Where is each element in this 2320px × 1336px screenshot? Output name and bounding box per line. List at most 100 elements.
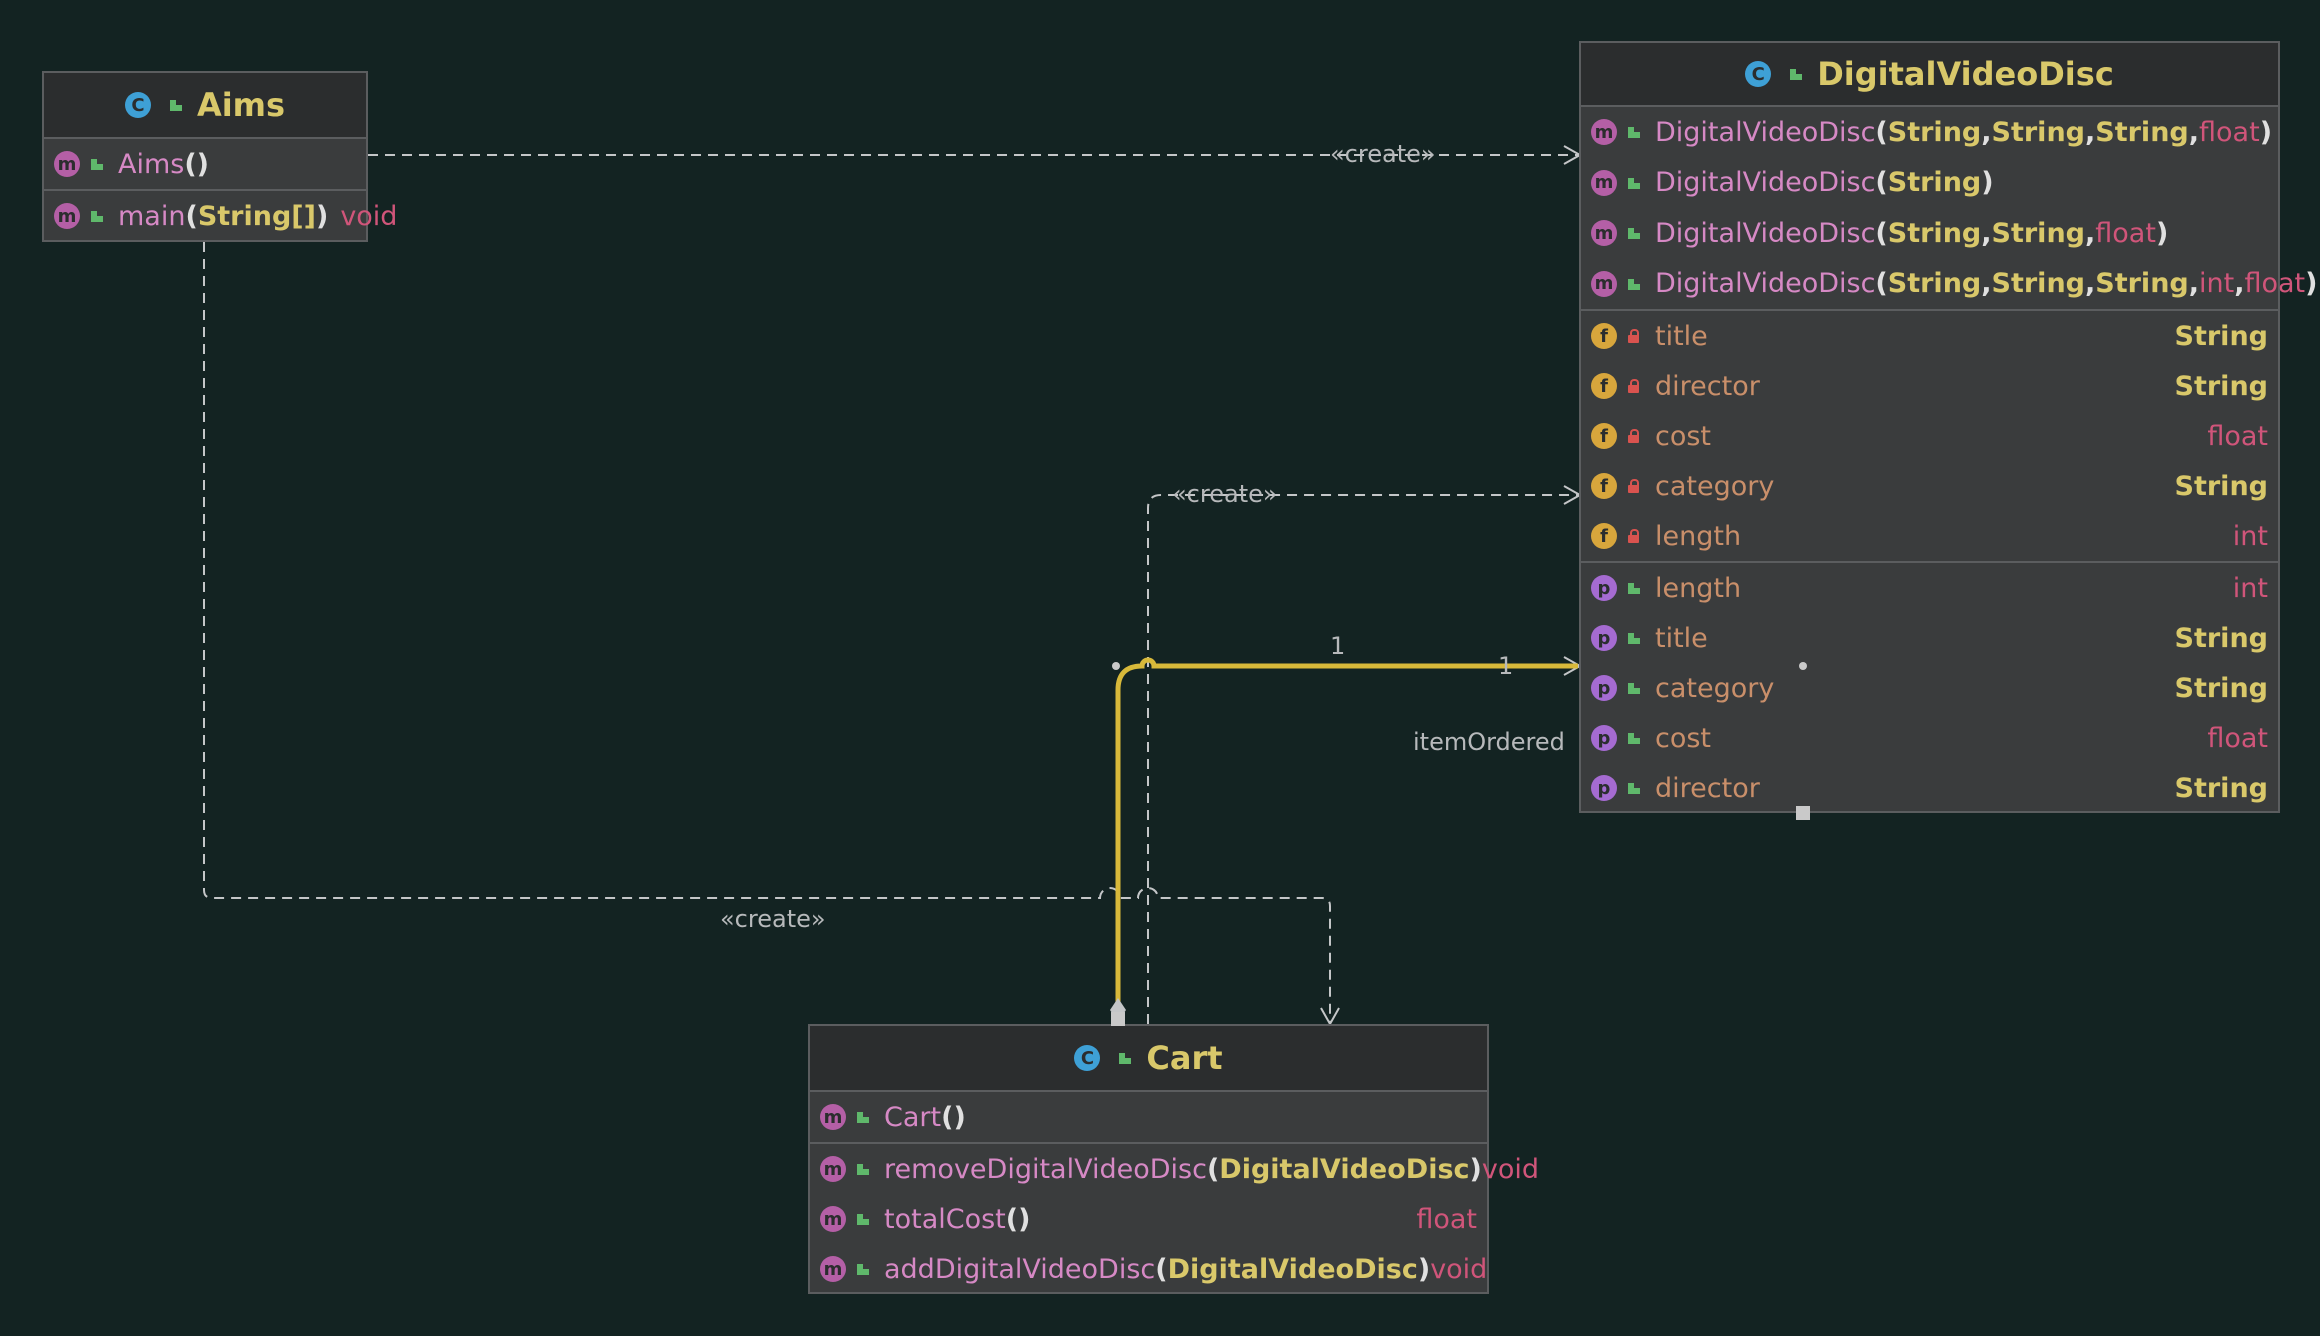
public-visibility-icon: [856, 1162, 870, 1176]
field-type: int: [2232, 520, 2268, 552]
public-visibility-icon: [90, 157, 104, 171]
param-type: String: [1887, 217, 1982, 249]
method-name: totalCost: [884, 1203, 1006, 1235]
property-icon: p: [1591, 625, 1617, 651]
return-type: void: [340, 200, 398, 232]
field-name: length: [1655, 520, 1742, 552]
multiplicity-source: 1: [1330, 632, 1346, 660]
method-icon: m: [54, 151, 80, 177]
paren-open: (: [185, 200, 198, 232]
private-visibility-icon: [1627, 379, 1641, 393]
paren-close: ): [2259, 116, 2273, 148]
private-visibility-icon: [1627, 329, 1641, 343]
public-visibility-icon: [1627, 631, 1641, 645]
public-visibility-icon: [1627, 176, 1641, 190]
method-name: Aims: [118, 148, 185, 180]
paren-open: (: [1875, 268, 1888, 300]
public-visibility-icon: [1627, 731, 1641, 745]
method-row[interactable]: m main(String[]) void: [44, 191, 397, 241]
paren-open: (: [1005, 1203, 1019, 1235]
method-name: DigitalVideoDisc: [1655, 268, 1876, 300]
param-separator: ,: [2234, 268, 2245, 300]
public-visibility-icon: [856, 1212, 870, 1226]
dependency-cart-dvd[interactable]: [1147, 494, 1578, 1024]
field-type: String: [2174, 320, 2268, 352]
paren-close: ): [2305, 268, 2318, 300]
class-aims[interactable]: C Aims m Aims() m main(String[]) void: [42, 71, 397, 242]
field-type: float: [2207, 722, 2268, 754]
method-name: main: [118, 200, 186, 232]
paren-close: ): [1981, 167, 1994, 199]
class-kind-icon: C: [1074, 1045, 1101, 1071]
edge-endpoint-handle[interactable]: [1111, 1012, 1125, 1026]
field-type: String: [2174, 470, 2268, 502]
method-icon: m: [1591, 119, 1617, 146]
param-separator: ,: [1981, 116, 1992, 148]
constructors-section: m Aims(): [44, 139, 366, 191]
private-visibility-icon: [1627, 529, 1641, 543]
public-visibility-icon: [1627, 226, 1641, 240]
junction-dot: [1799, 662, 1807, 670]
static-method-icon: m: [54, 203, 80, 229]
param-type: DigitalVideoDisc: [1219, 1153, 1470, 1185]
dependency-aims-cart[interactable]: [203, 242, 1331, 1022]
param-type: String[]: [197, 200, 316, 232]
paren-open: (: [1206, 1153, 1220, 1185]
method-name: DigitalVideoDisc: [1655, 116, 1876, 148]
param-separator: ,: [2085, 268, 2096, 300]
association-cart-dvd[interactable]: [1115, 657, 1578, 1012]
class-header: C Cart: [810, 1026, 1487, 1092]
param-type: String: [1887, 167, 1982, 199]
class-name: Aims: [196, 86, 286, 124]
param-type: String: [1887, 116, 1982, 148]
paren-open: (: [1875, 167, 1888, 199]
public-visibility-icon: [1627, 681, 1641, 695]
public-visibility-icon: [1627, 781, 1641, 795]
property-name: category: [1655, 672, 1775, 704]
public-visibility-icon: [856, 1262, 870, 1276]
param-type: String: [2095, 268, 2189, 300]
property-name: cost: [1655, 722, 1712, 754]
multiplicity-target: 1: [1498, 652, 1514, 680]
property-name: length: [1655, 572, 1742, 604]
field-name: cost: [1655, 420, 1712, 452]
public-visibility-icon: [1627, 581, 1641, 595]
public-visibility-icon: [856, 1110, 870, 1124]
class-kind-icon: C: [1745, 61, 1772, 87]
method-name: DigitalVideoDisc: [1655, 217, 1876, 249]
class-header: C Aims: [44, 73, 366, 139]
paren-close: ): [315, 200, 329, 232]
method-name: addDigitalVideoDisc: [884, 1253, 1156, 1285]
field-type: String: [2174, 672, 2268, 704]
param-type: float: [2199, 116, 2260, 148]
resize-handle[interactable]: [1796, 806, 1810, 820]
constructor-row[interactable]: m Aims(): [44, 139, 366, 189]
property-name: title: [1655, 622, 1708, 654]
method-icon: m: [820, 1256, 846, 1282]
paren-open: (: [1875, 217, 1888, 249]
public-visibility-icon: [1627, 125, 1641, 139]
